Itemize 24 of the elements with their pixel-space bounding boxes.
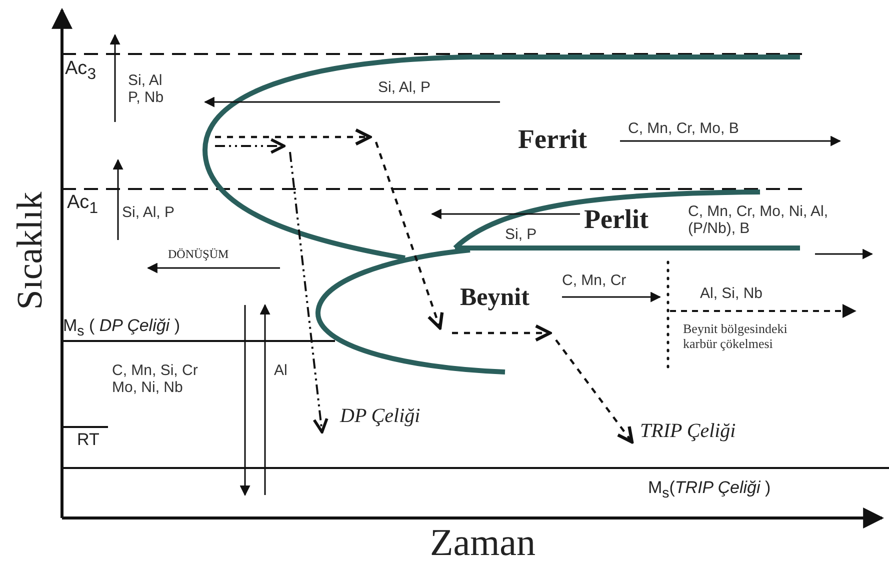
element-list: Si, Al P, Nb	[128, 72, 178, 106]
element-list: C, Mn, Si, Cr Mo, Ni, Nb	[112, 362, 217, 396]
phase-label: Ferrit	[518, 124, 588, 156]
note-text: Beynit bölgesindeki karbür çökelmesi	[683, 322, 788, 352]
element-list: C, Mn, Cr, Mo, Ni, Al, (P/Nb), B	[688, 203, 848, 238]
temperature-mark: Ac$_{1}$	[67, 192, 99, 218]
element-list: Al, Si, Nb	[700, 285, 820, 302]
temperature-mark: Ac$_{3}$	[65, 58, 97, 84]
axis-title: Sıcaklık	[9, 190, 50, 312]
element-list: Si, Al, P	[378, 79, 488, 96]
element-list: Si, Al, P	[122, 204, 232, 222]
temperature-mark: M$_{s}$ ( DP Çeliği )	[63, 316, 181, 340]
phase-label: Beynit	[460, 284, 530, 313]
element-list: C, Mn, Cr	[562, 272, 662, 290]
element-list: Si, P	[505, 226, 565, 244]
steel-label: TRIP Çeliği	[640, 420, 737, 443]
steel-label: DP Çeliği	[340, 405, 422, 428]
temperature-mark: RT	[77, 430, 100, 450]
phase-label: Perlit	[584, 204, 650, 236]
element-list: Al	[274, 362, 304, 380]
transformation-label: DÖNÜŞÜM	[168, 248, 230, 262]
axis-title: Zaman	[430, 522, 537, 566]
temperature-mark: M$_{s}$(TRIP Çeliği )	[648, 478, 772, 502]
element-list: C, Mn, Cr, Mo, B	[628, 120, 808, 138]
